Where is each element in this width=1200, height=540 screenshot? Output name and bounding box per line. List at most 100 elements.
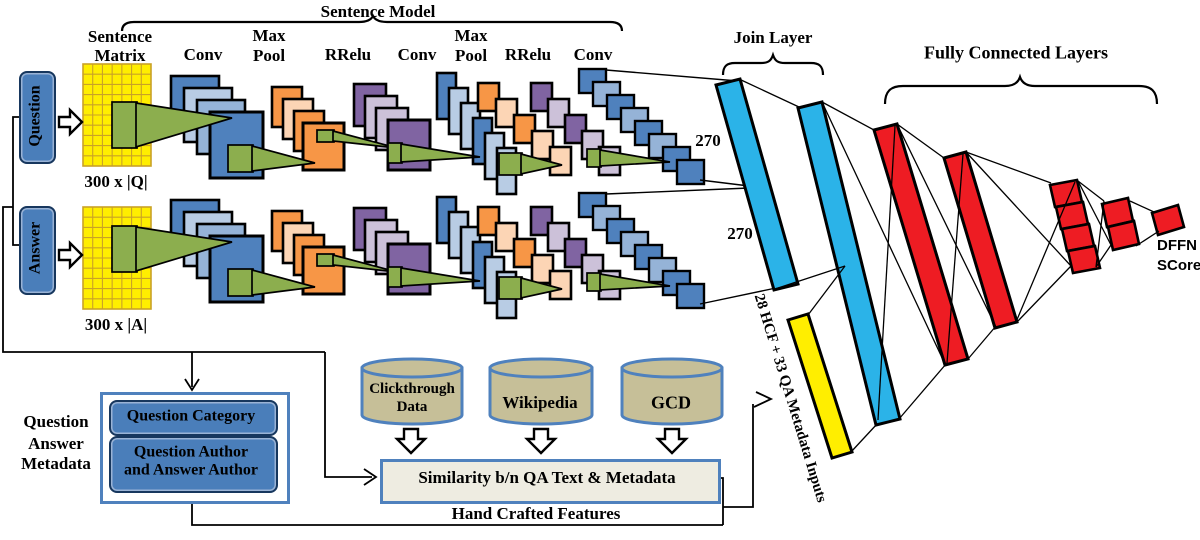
feature-map <box>494 97 519 129</box>
flow-line <box>191 498 723 526</box>
connection-line <box>850 423 878 453</box>
connection-line <box>965 151 1052 184</box>
connection-line <box>1095 200 1105 268</box>
cylinder-body <box>488 366 594 426</box>
question-author-label-2: and Answer Author <box>124 461 258 479</box>
question-matrix-dim: 300 x |Q| <box>84 172 148 192</box>
cone-tip <box>332 129 398 149</box>
arrowhead <box>363 468 378 486</box>
wikipedia-cylinder <box>488 357 594 426</box>
connection-line <box>605 69 739 82</box>
connection-line <box>877 125 896 421</box>
flow-lines <box>2 116 774 526</box>
source-down-arrow <box>524 427 558 455</box>
feature-map <box>494 221 519 253</box>
cone-base <box>387 266 403 288</box>
flow-line <box>723 404 754 508</box>
cylinder-top <box>360 357 464 379</box>
feature-map <box>548 145 573 177</box>
cone-tip <box>599 272 671 291</box>
connection-line <box>967 325 997 360</box>
connection-line <box>738 78 800 108</box>
connection-line <box>1077 180 1112 246</box>
gcd-label: GCD <box>651 392 691 413</box>
cone-base <box>316 253 335 267</box>
question-category-label: Question Category <box>126 407 256 425</box>
feature-map <box>512 113 537 145</box>
question-category-box <box>109 400 278 436</box>
connection-line <box>946 153 964 364</box>
connection-line <box>1095 244 1112 268</box>
rrelu2-label: RRelu <box>504 45 552 65</box>
rrelu1-label: RRelu <box>324 45 372 65</box>
fc-node <box>1066 244 1102 275</box>
connection-line <box>821 101 875 131</box>
fully-connected-title: Fully Connected Layers <box>924 42 1108 63</box>
question-input-label: Question <box>26 85 44 147</box>
join-layer-brace <box>721 51 825 76</box>
input-bracket <box>12 116 20 246</box>
connection-line <box>1015 181 1076 323</box>
cone-tip <box>332 253 398 273</box>
similarity-box <box>380 459 721 504</box>
join-question-units: 270 <box>695 131 721 151</box>
feature-map <box>675 282 706 310</box>
input-arrow <box>57 107 84 137</box>
sentence-matrix-label-1: Sentence <box>87 27 153 47</box>
connection-line <box>1129 200 1155 213</box>
sentence-model-brace <box>120 13 624 32</box>
feature-map <box>476 205 501 237</box>
metadata-side-label-2: Answer <box>28 434 84 454</box>
cone-tip <box>135 102 233 149</box>
block-arrows <box>57 107 689 455</box>
arrowhead <box>753 391 774 408</box>
cone-tip <box>520 152 563 176</box>
flow-line <box>324 352 372 478</box>
similarity-label: Similarity b/n QA Text & Metadata <box>418 468 676 488</box>
conv2-label: Conv <box>397 45 437 65</box>
connection-line <box>1016 265 1072 323</box>
cone-base <box>387 142 403 164</box>
metadata-side-label-3: Metadata <box>21 454 91 474</box>
wikipedia-label: Wikipedia <box>502 393 578 413</box>
cone-base <box>498 152 523 176</box>
connection-line <box>807 265 846 316</box>
feature-map <box>476 81 501 113</box>
cylinder-body <box>620 366 724 426</box>
conv3-label: Conv <box>573 45 613 65</box>
connection-line <box>699 179 750 187</box>
flow-line <box>2 206 325 353</box>
output-score-label-1: DFFN <box>1157 237 1197 255</box>
sentence-matrix-label-2: Matrix <box>94 46 146 66</box>
connection-line <box>1077 180 1105 202</box>
connection-line <box>965 151 1072 267</box>
answer-matrix-dim: 300 x |A| <box>84 315 148 335</box>
connection-line <box>821 101 946 365</box>
question-input-box <box>19 71 56 164</box>
join-answer-units: 270 <box>727 224 753 244</box>
cone-tip <box>400 142 481 163</box>
hcf-input-bar <box>786 312 854 460</box>
connection-line <box>896 123 945 159</box>
answer-input-box <box>19 206 56 295</box>
cone-base <box>498 276 523 300</box>
input-arrow <box>57 240 84 270</box>
cylinder-top <box>488 357 594 379</box>
cylinder-top <box>620 357 724 379</box>
answer-input-label: Answer <box>26 221 44 275</box>
gcd-cylinder <box>620 357 724 426</box>
cone-base <box>586 148 602 168</box>
cone-tip <box>135 226 233 273</box>
connection-line <box>896 123 997 328</box>
join-layer-title: Join Layer <box>733 28 813 48</box>
connection-line <box>699 287 777 305</box>
output-node <box>1150 203 1186 237</box>
connection-line <box>605 187 750 195</box>
fully-connected-brace <box>883 73 1159 105</box>
cone-base <box>227 268 254 297</box>
source-down-arrow <box>394 427 428 455</box>
cone-base <box>111 101 138 149</box>
question-sentence-model-row <box>111 67 706 196</box>
